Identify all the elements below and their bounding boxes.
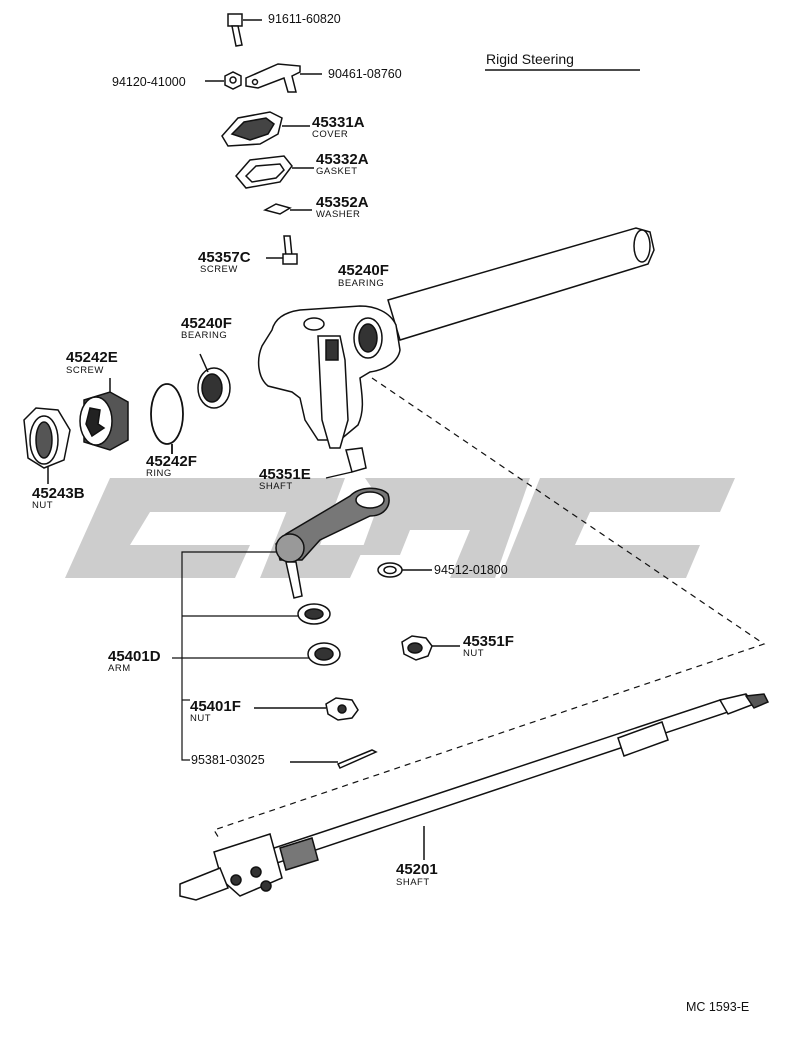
label-adjust-screw-name: SCREW — [66, 365, 104, 376]
label-cover-name: COVER — [312, 129, 349, 140]
label-gasket-name: GASKET — [316, 166, 358, 177]
label-small-screw-number: 45357C — [198, 249, 251, 266]
brand-logo-watermark — [65, 478, 735, 578]
label-arm-number: 45401D — [108, 648, 161, 665]
adjusting-screw-part — [79, 378, 129, 451]
main-shaft-part — [179, 693, 770, 901]
label-lock-nut-number: 45243B — [32, 485, 85, 502]
seal-part — [297, 603, 331, 625]
label-bolt-top: 91611-60820 — [268, 12, 341, 26]
gearbox-housing — [257, 227, 655, 473]
label-bearing-upper-number: 45240F — [338, 262, 389, 279]
label-small-nut: 94120-41000 — [112, 75, 186, 89]
castle-nut-part — [254, 697, 359, 721]
diagram-title: Rigid Steering — [486, 51, 574, 67]
arm-nut-part — [401, 635, 460, 661]
label-adjust-screw-number: 45242E — [66, 349, 118, 366]
bolt-top-part — [227, 13, 262, 47]
lock-nut-part — [23, 407, 71, 484]
label-sector-shaft-name: SHAFT — [259, 481, 293, 492]
diagram-code: MC 1593-E — [686, 1000, 750, 1014]
label-castle-nut-name: NUT — [190, 713, 212, 724]
phantom-lines — [213, 377, 766, 841]
label-arm-name: ARM — [108, 663, 131, 674]
small-nut-part — [205, 71, 242, 90]
label-ring-name: RING — [146, 468, 172, 479]
label-bearing-upper-name: BEARING — [338, 278, 385, 289]
pitman-arm-part — [275, 487, 390, 599]
label-main-shaft-name: SHAFT — [396, 877, 430, 888]
label-cotter-pin: 95381-03025 — [191, 753, 265, 767]
cotter-pin-part — [290, 749, 378, 769]
cover-part — [221, 111, 310, 147]
label-cover-number: 45331A — [312, 114, 365, 131]
label-arm-nut-number: 45351F — [463, 633, 514, 650]
lock-washer-part — [377, 562, 432, 578]
label-bearing-lower-number: 45240F — [181, 315, 232, 332]
label-washer-name: WASHER — [316, 209, 361, 220]
label-bearing-lower-name: BEARING — [181, 330, 228, 341]
gasket-part — [235, 155, 314, 189]
arm-bracket-lines — [172, 551, 310, 761]
label-lock-nut-name: NUT — [32, 500, 54, 511]
label-ring-number: 45242F — [146, 453, 197, 470]
label-main-shaft-number: 45201 — [396, 861, 438, 878]
label-sector-shaft-number: 45351E — [259, 466, 311, 483]
washer-part — [262, 203, 312, 215]
small-screw-part — [266, 235, 298, 265]
plate-part — [245, 63, 322, 93]
label-castle-nut-number: 45401F — [190, 698, 241, 715]
label-small-screw-name: SCREW — [200, 264, 238, 275]
bearing-lower-part — [197, 353, 231, 409]
ring-part — [150, 383, 184, 454]
label-washer-number: 45352A — [316, 194, 369, 211]
label-arm-nut-name: NUT — [463, 648, 485, 659]
boot-part — [307, 642, 341, 666]
label-plate: 90461-08760 — [328, 67, 402, 81]
label-gasket-number: 45332A — [316, 151, 369, 168]
label-lock-washer: 94512-01800 — [434, 563, 508, 577]
